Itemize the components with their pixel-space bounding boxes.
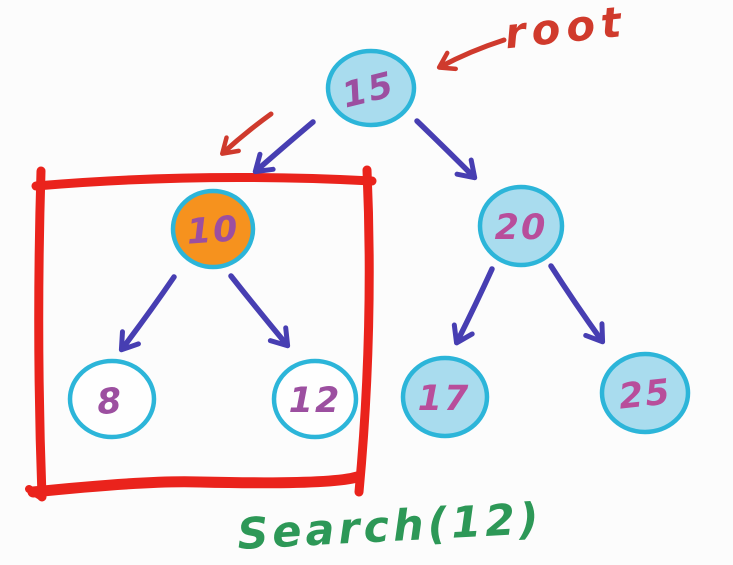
edge-20-25	[548, 263, 606, 345]
edge-15-20	[414, 118, 478, 181]
tree-node-17: 17	[400, 355, 490, 439]
tree-node-8: 8	[67, 358, 157, 440]
box-right-edge	[354, 165, 374, 497]
node-8-value: 8	[95, 381, 125, 423]
node-20-value: 20	[495, 208, 548, 248]
edge-15-10	[252, 119, 316, 175]
node-8-circle	[67, 358, 157, 440]
root-label: root	[502, 0, 629, 58]
box-left-edge	[34, 166, 47, 502]
edge-20-17	[451, 266, 495, 346]
edge-10-8	[118, 274, 177, 353]
search-caption: Search(12)	[236, 494, 544, 560]
left-subtree-arrow	[220, 111, 274, 156]
node-10-circle	[170, 188, 256, 270]
node-25-value: 25	[617, 372, 674, 417]
node-12-value: 12	[289, 381, 342, 421]
node-10-value: 10	[185, 209, 240, 253]
search-region-box	[25, 165, 377, 502]
root-arrow	[436, 37, 507, 72]
node-25-circle	[599, 351, 691, 435]
tree-node-15: 15	[325, 48, 417, 128]
node-17-circle	[400, 355, 490, 439]
tree-node-12: 12	[271, 358, 359, 440]
tree-edges	[118, 118, 606, 353]
node-15-circle	[325, 48, 417, 128]
box-corner-tail	[25, 485, 46, 501]
tree-node-10: 10	[170, 188, 256, 270]
node-20-circle	[477, 184, 565, 268]
tree-node-25: 25	[599, 351, 691, 435]
node-17-value: 17	[418, 379, 471, 419]
box-bottom-edge	[27, 471, 363, 498]
node-12-circle	[271, 358, 359, 440]
tree-node-20: 20	[477, 184, 565, 268]
box-top-edge	[31, 172, 377, 191]
edge-10-12	[228, 273, 291, 349]
